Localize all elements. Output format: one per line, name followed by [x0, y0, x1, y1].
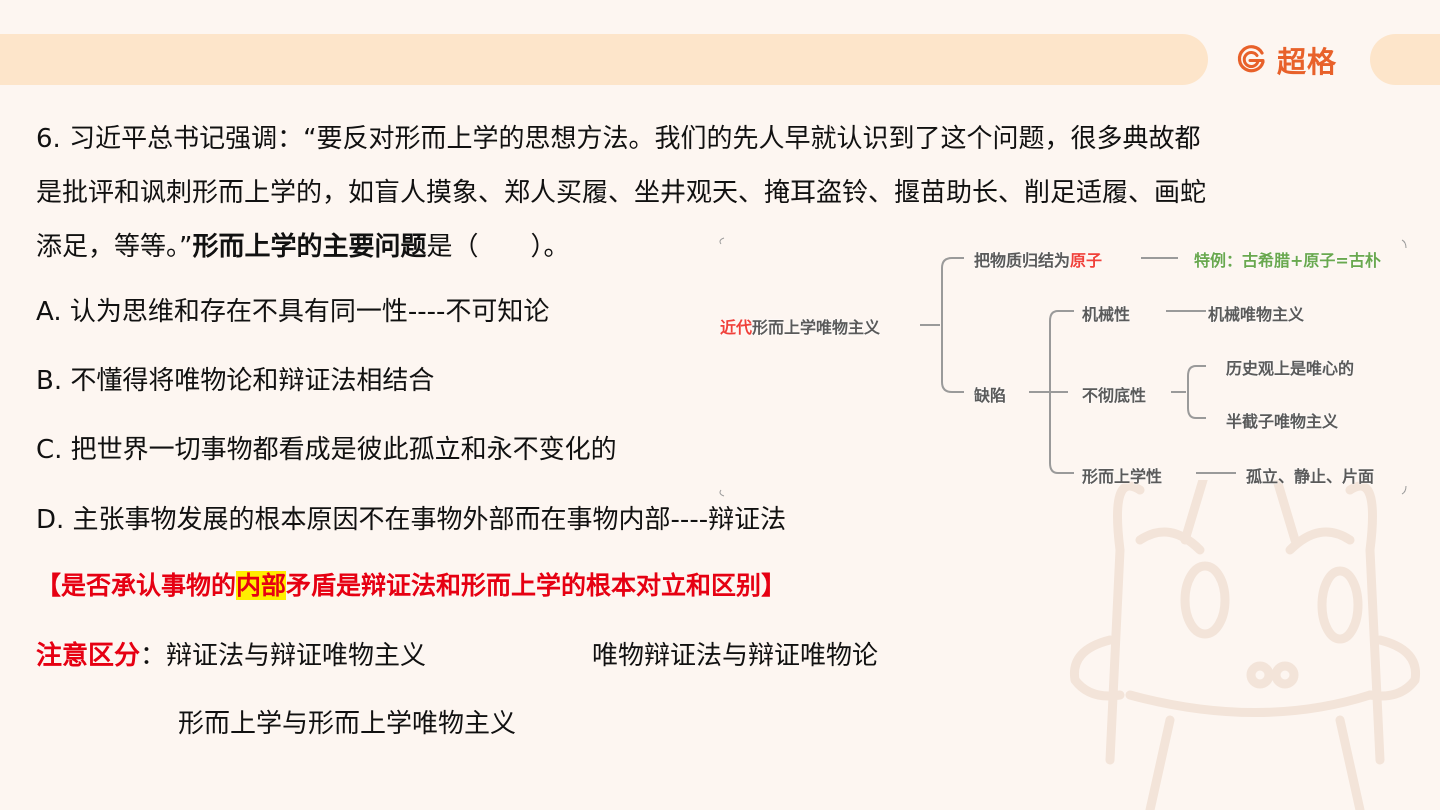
option-c[interactable]: C. 把世界一切事物都看成是彼此孤立和永不变化的 — [36, 435, 617, 465]
question-line-1: 6. 习近平总书记强调：“要反对形而上学的思想方法。我们的先人早就认识到了这个问… — [36, 124, 1201, 154]
key-point: 【是否承认事物的内部矛盾是辩证法和形而上学的根本对立和区别】 — [36, 571, 787, 600]
question-line-3: 添足，等等。”形而上学的主要问题是（ ）。 — [36, 232, 570, 262]
mind-map-defect-mechanical: 机械性 — [1082, 305, 1131, 324]
mind-map-leaf-mechanical-materialism: 机械唯物主义 — [1208, 305, 1305, 324]
mind-map-leaf-idealist-history: 历史观上是唯心的 — [1226, 359, 1355, 378]
highlighted-text: 内部 — [236, 571, 287, 600]
brand-name: 超格 — [1277, 45, 1338, 79]
note-line-1: 注意区分：辩证法与辩证唯物主义 — [36, 641, 427, 671]
mind-map-example: 特例：古希腊+原子=古朴 — [1194, 251, 1381, 270]
mind-map: 近代形而上学唯物主义 把物质归结为原子 特例：古希腊+原子=古朴 缺陷 机械性 … — [716, 236, 1408, 498]
note-label: 注意区分 — [36, 641, 141, 671]
option-b[interactable]: B. 不懂得将唯物论和辩证法相结合 — [36, 366, 435, 396]
question-stem: 6. 习近平总书记强调：“要反对形而上学的思想方法。我们的先人早就认识到了这个问… — [36, 112, 1406, 274]
g-logo-icon — [1237, 45, 1265, 73]
mind-map-branch-atom: 把物质归结为原子 — [974, 251, 1103, 270]
mind-map-defect-incomplete: 不彻底性 — [1082, 386, 1147, 405]
question-line-2: 是批评和讽刺形而上学的，如盲人摸象、郑人买履、坐井观天、掩耳盗铃、揠苗助长、削足… — [36, 178, 1207, 208]
note-item-1: 辩证法与辩证唯物主义 — [166, 641, 427, 671]
header-band-right — [1370, 34, 1440, 85]
mind-map-defect-metaphysical: 形而上学性 — [1082, 467, 1163, 486]
mind-map-branch-defect: 缺陷 — [974, 386, 1007, 405]
question-focus: 形而上学的主要问题 — [192, 232, 427, 262]
option-d[interactable]: D. 主张事物发展的根本原因不在事物外部而在事物内部----辩证法 — [36, 505, 787, 535]
brand: 超格 — [1235, 42, 1338, 79]
unicorn-mascot-watermark — [1069, 480, 1421, 810]
option-a[interactable]: A. 认为思维和存在不具有同一性----不可知论 — [36, 297, 550, 327]
mind-map-leaf-isolated-static: 孤立、静止、片面 — [1246, 467, 1375, 486]
header-band — [0, 34, 1208, 85]
note-item-3: 形而上学与形而上学唯物主义 — [178, 709, 517, 739]
mind-map-connectors — [719, 237, 1407, 497]
note-item-2: 唯物辩证法与辩证唯物论 — [592, 641, 879, 671]
mind-map-root: 近代形而上学唯物主义 — [720, 318, 881, 337]
mind-map-leaf-half-materialism: 半截子唯物主义 — [1226, 412, 1339, 431]
